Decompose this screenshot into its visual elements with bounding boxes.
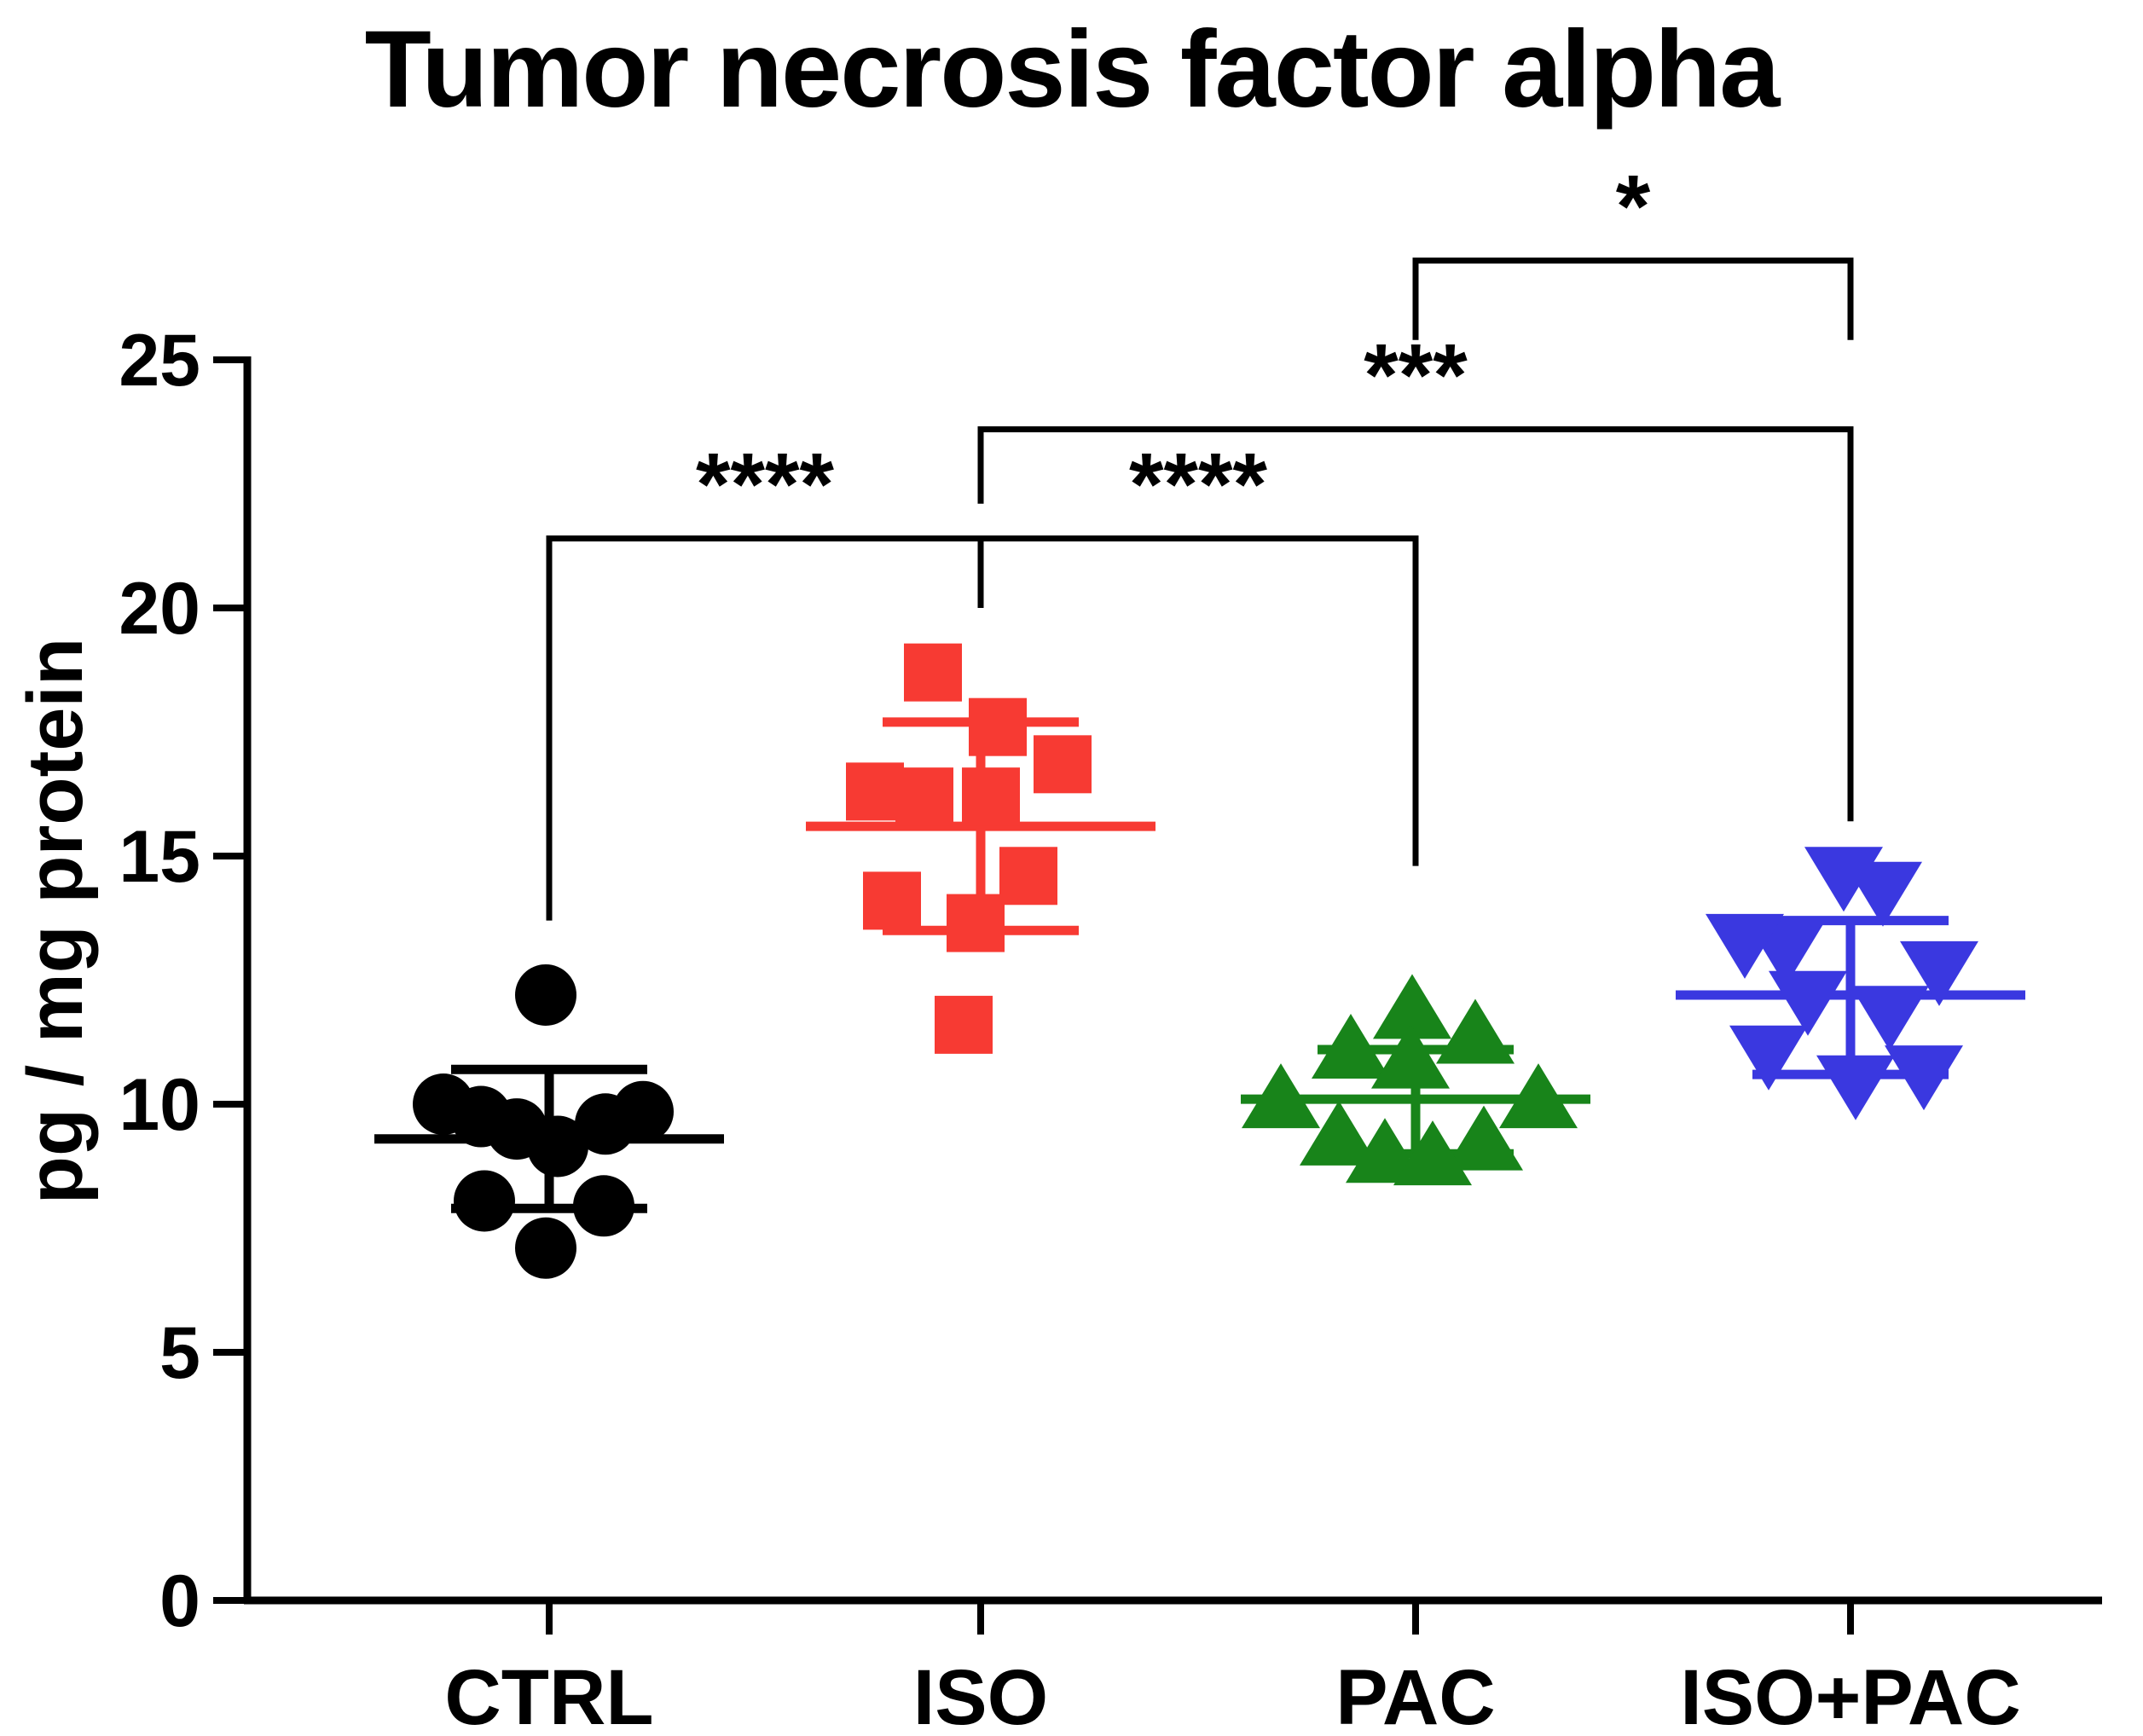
y-tick-label-0: 0 (159, 1560, 200, 1642)
data-point-iso-9 (935, 995, 993, 1054)
data-point-ctrl-0 (515, 963, 576, 1026)
significance-bracket-3 (1412, 258, 1854, 340)
data-point-ctrl-7 (454, 1170, 515, 1232)
data-point-iso-6 (999, 847, 1057, 906)
y-tick-label-25: 25 (119, 320, 200, 402)
data-point-iso-4 (895, 767, 953, 826)
significance-bracket-0 (546, 535, 984, 921)
x-axis-label-ctrl: CTRL (444, 1654, 653, 1736)
data-point-iso-1 (969, 697, 1027, 756)
data-point-iso-plus-pac-4 (1900, 940, 1978, 1006)
data-point-iso-plus-pac-5 (1769, 970, 1847, 1036)
data-point-pac-9 (1393, 1120, 1472, 1186)
x-axis-label-pac: PAC (1335, 1654, 1495, 1736)
data-point-iso-plus-pac-3 (1706, 913, 1784, 979)
data-point-pac-7 (1445, 1105, 1523, 1171)
x-axis-label-iso-plus-pac: ISO+PAC (1680, 1654, 2021, 1736)
data-point-iso-plus-pac-6 (1851, 986, 1929, 1051)
data-point-ctrl-8 (573, 1175, 634, 1237)
y-tick-label-15: 15 (119, 816, 200, 898)
data-point-iso-5 (962, 767, 1020, 826)
data-point-iso-0 (904, 643, 962, 702)
data-point-iso-plus-pac-9 (1885, 1045, 1963, 1111)
data-point-iso-plus-pac-1 (1844, 861, 1922, 927)
y-tick-label-20: 20 (119, 568, 200, 650)
data-point-iso-plus-pac-7 (1729, 1025, 1808, 1091)
data-point-pac-0 (1373, 974, 1451, 1039)
significance-label-3: * (1616, 158, 1651, 257)
data-point-iso-8 (947, 894, 1005, 952)
y-tick-label-5: 5 (159, 1312, 200, 1394)
data-point-ctrl-4 (527, 1115, 588, 1178)
data-point-pac-4 (1242, 1063, 1320, 1129)
data-point-iso-3 (846, 762, 904, 821)
data-point-ctrl-9 (515, 1217, 576, 1279)
data-point-iso-2 (1034, 735, 1092, 794)
significance-label-0: **** (696, 436, 834, 535)
x-axis-label-iso: ISO (913, 1654, 1048, 1736)
significance-bracket-2 (977, 425, 1854, 822)
data-point-iso-7 (863, 871, 921, 930)
significance-label-1: **** (1129, 436, 1267, 535)
significance-bracket-1 (977, 535, 1419, 866)
page-title: Tumor necrosis factor alpha (364, 9, 1781, 130)
significance-label-2: *** (1364, 326, 1468, 425)
y-axis-title: pg / mg protein (12, 638, 99, 1204)
y-tick-label-10: 10 (119, 1064, 200, 1146)
data-point-pac-8 (1346, 1118, 1424, 1183)
data-point-pac-2 (1312, 1013, 1390, 1079)
data-point-pac-1 (1436, 998, 1515, 1064)
data-point-ctrl-6 (612, 1080, 674, 1143)
data-point-pac-3 (1371, 1023, 1450, 1089)
data-point-pac-5 (1499, 1063, 1578, 1129)
data-point-pac-6 (1300, 1100, 1378, 1166)
data-point-iso-plus-pac-8 (1816, 1055, 1895, 1120)
